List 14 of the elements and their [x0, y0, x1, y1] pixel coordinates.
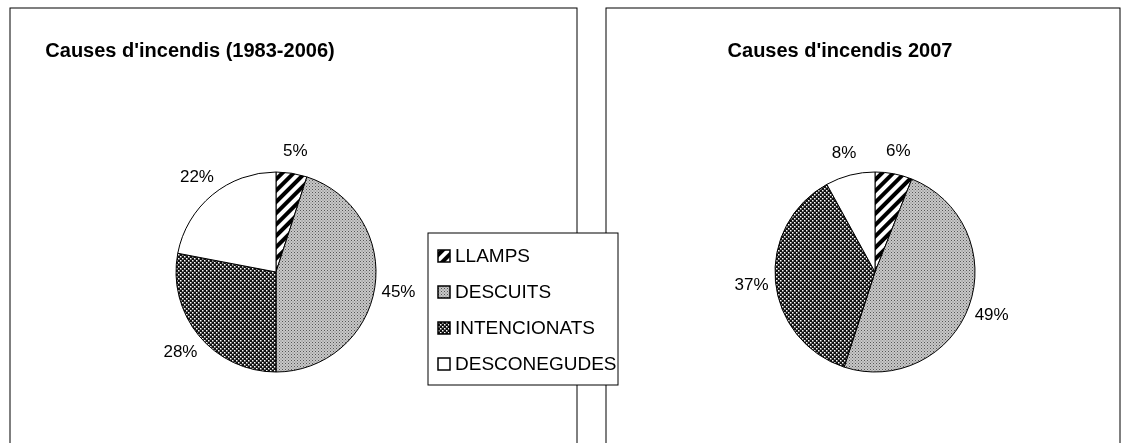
data-label: 22% [179, 167, 214, 187]
data-label: 28% [163, 342, 198, 362]
data-label: 6% [885, 141, 911, 161]
chart-title: Causes d'incendis (1983-2006) [45, 39, 335, 61]
data-label: 8% [831, 142, 857, 162]
data-label: 49% [974, 305, 1009, 324]
data-label: 45% [381, 282, 416, 302]
legend-label: INTENCIONATS [455, 317, 596, 338]
legend-label: LLAMPS [455, 245, 530, 266]
data-label: 37% [734, 274, 769, 294]
legend-label: DESCONEGUDES [455, 353, 617, 374]
data-label: 5% [283, 140, 308, 160]
legend-label: DESCUITS [455, 281, 552, 302]
chart-title: Causes d'incendis 2007 [727, 39, 953, 61]
